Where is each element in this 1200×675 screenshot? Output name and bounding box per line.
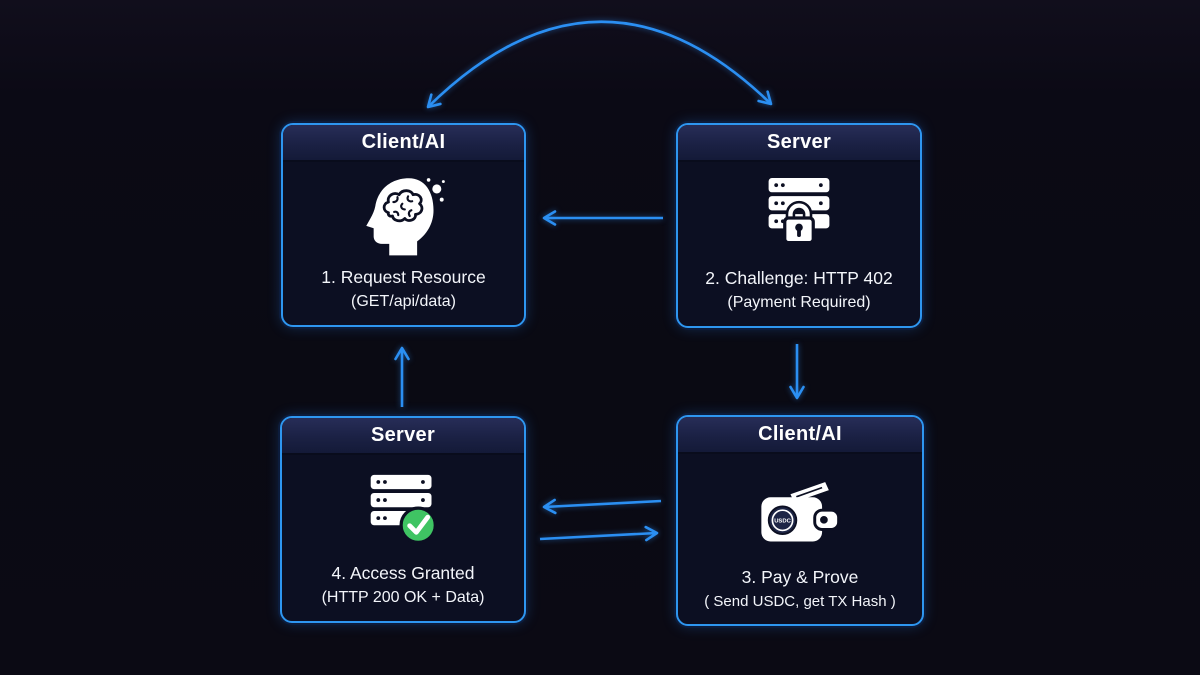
arc-client-server-bidirectional	[426, 20, 773, 109]
brain-head-icon	[283, 162, 524, 267]
node-client-request: Client/AI 1. Request Resource (GET/api/d…	[281, 123, 526, 327]
node-client-pay: Client/AI USDC 3. Pay & Prove ( Send USD…	[676, 415, 924, 626]
usdc-coin-label: USDC	[774, 519, 791, 525]
arrow-pay-to-grant	[542, 498, 662, 515]
server-lock-icon	[678, 162, 920, 268]
step-label: 3. Pay & Prove	[741, 567, 859, 587]
node-server-challenge: Server 2. Challeng	[676, 123, 922, 328]
step-detail: (Payment Required)	[727, 294, 871, 311]
step-label: 1. Request Resource	[321, 267, 486, 287]
step-detail: ( Send USDC, get TX Hash )	[704, 593, 896, 610]
node-title: Client/AI	[678, 417, 922, 454]
node-title: Server	[678, 125, 920, 162]
node-title: Client/AI	[283, 125, 524, 162]
arrow-grant-to-pay	[539, 525, 659, 542]
node-title: Server	[282, 418, 524, 455]
step-detail: (GET/api/data)	[351, 293, 456, 310]
node-server-grant: Server 4. Access Granted (HTTP 200 OK +	[280, 416, 526, 623]
step-label: 2. Challenge: HTTP 402	[705, 268, 893, 288]
step-label: 4. Access Granted	[331, 563, 475, 583]
server-check-icon	[282, 455, 524, 563]
wallet-usdc-icon: USDC	[678, 454, 922, 567]
step-detail: (HTTP 200 OK + Data)	[321, 589, 485, 606]
